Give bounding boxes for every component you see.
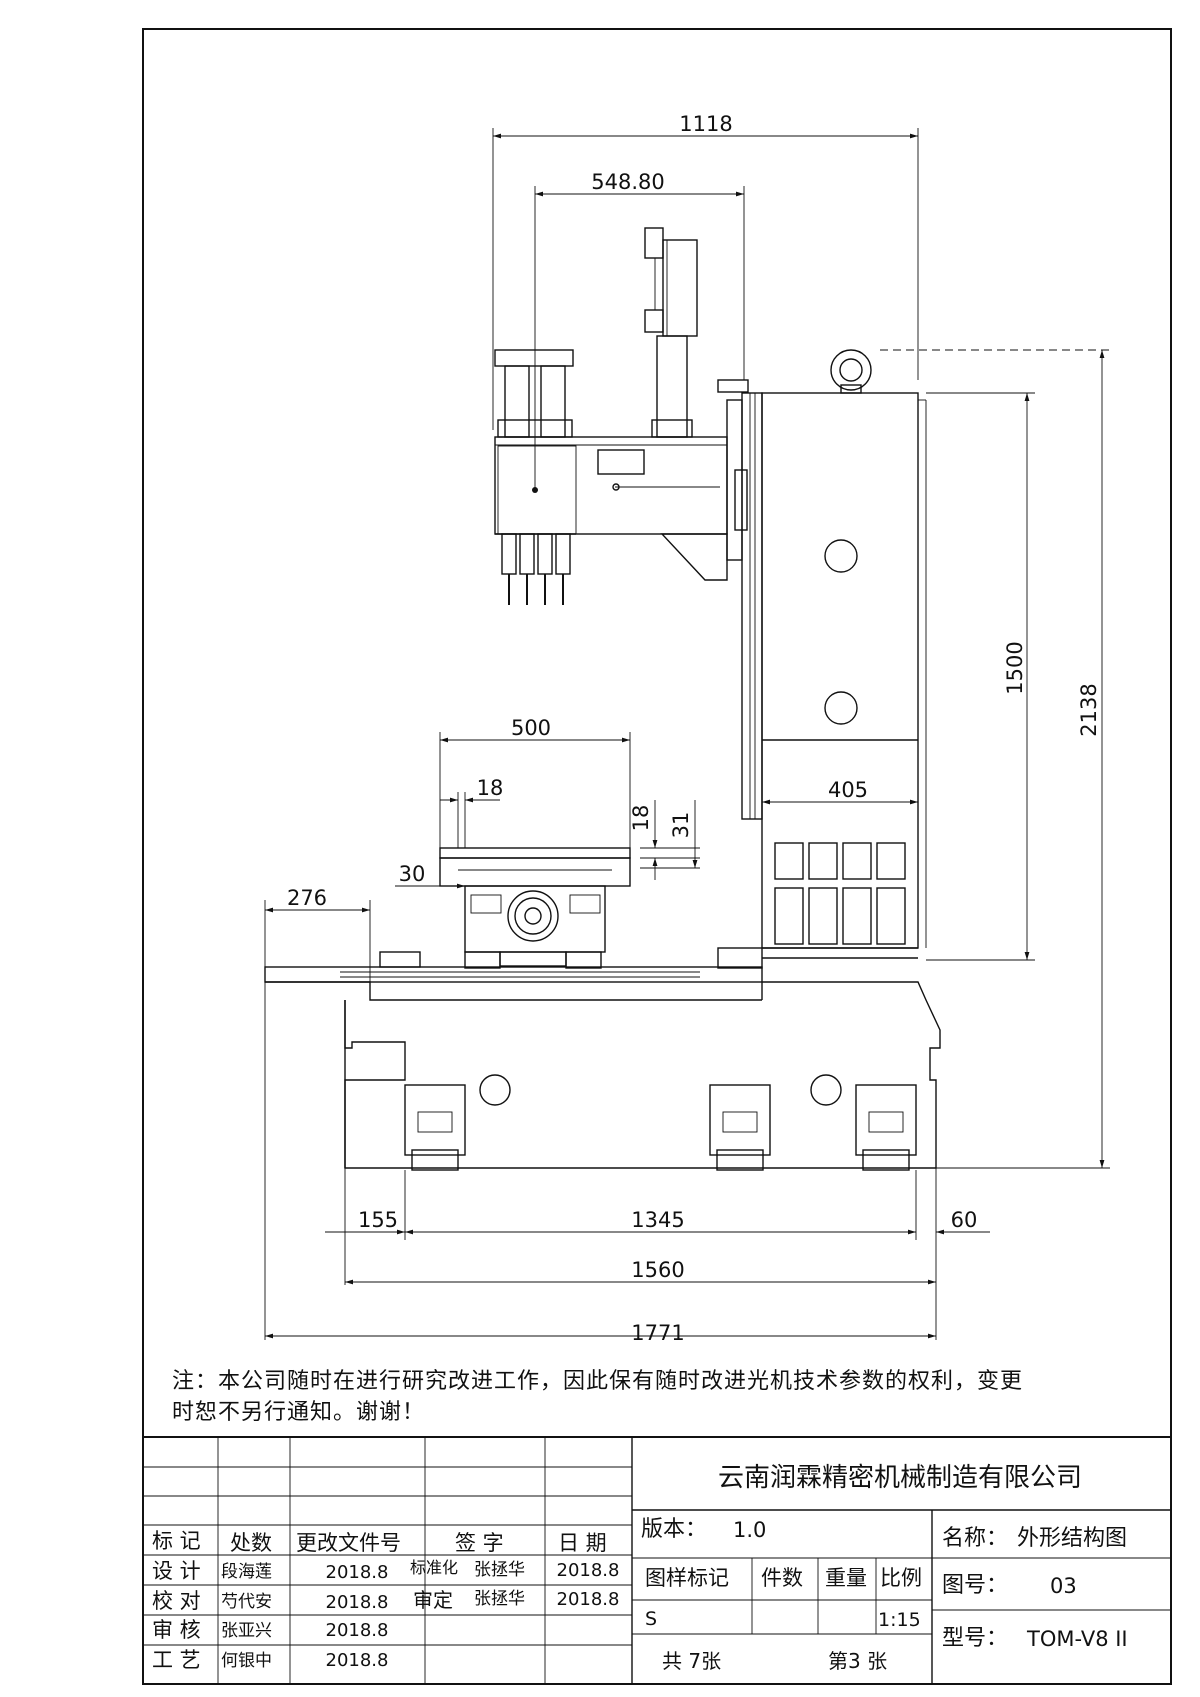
dim-276: 276	[287, 886, 327, 910]
model-label: 型号：	[942, 1626, 1008, 1651]
process-date: 2018.8	[326, 1650, 389, 1671]
approval-date: 2018.8	[557, 1589, 620, 1610]
process-name: 何银中	[221, 1651, 272, 1671]
note-line-2: 时恕不另行通知。谢谢！	[172, 1400, 426, 1425]
dim-1560: 1560	[631, 1258, 684, 1282]
drawing-mark-header: 图样标记	[645, 1566, 729, 1590]
dim-30: 30	[399, 862, 426, 886]
title-block: 云南润霖精密机械制造有限公司 版本： 1.0 名称： 外形结构图 图号： 03 …	[142, 1436, 1172, 1685]
dim-1771: 1771	[631, 1321, 684, 1345]
name-label: 名称：	[942, 1526, 1008, 1551]
dim-1345: 1345	[631, 1208, 684, 1232]
dim-500: 500	[511, 716, 551, 740]
designer-name: 段海莲	[221, 1562, 272, 1582]
header-count: 处数	[230, 1531, 272, 1555]
row-check: 校 对	[152, 1589, 201, 1613]
header-mark: 标 记	[152, 1529, 201, 1553]
approval-label: 审定	[413, 1588, 453, 1612]
row-design: 设 计	[152, 1559, 201, 1583]
sheet-number: 第3 张	[828, 1649, 887, 1673]
total-sheets: 共 7张	[662, 1649, 721, 1673]
company-name: 云南润霖精密机械制造有限公司	[718, 1463, 1082, 1493]
dim-1500: 1500	[1003, 641, 1027, 694]
quantity-header: 件数	[761, 1566, 803, 1590]
model-value: TOM-V8 II	[1026, 1627, 1128, 1651]
scale-value: 1:15	[878, 1609, 921, 1631]
machine-elevation	[264, 227, 941, 1171]
reviewer-name: 张亚兴	[221, 1621, 272, 1641]
design-date: 2018.8	[326, 1562, 389, 1583]
row-review: 审 核	[152, 1618, 201, 1642]
weight-header: 重量	[825, 1566, 867, 1590]
drawing-no-value: 03	[1050, 1574, 1077, 1598]
checker-name: 芍代安	[221, 1592, 272, 1612]
row-process: 工 艺	[152, 1648, 201, 1672]
header-signature: 签 字	[455, 1531, 504, 1555]
version-value: 1.0	[733, 1518, 766, 1542]
dim-1118: 1118	[679, 112, 732, 136]
name-value: 外形结构图	[1017, 1526, 1127, 1551]
standardization-date: 2018.8	[557, 1560, 620, 1581]
dim-18-vertical: 18	[629, 805, 653, 832]
review-date: 2018.8	[326, 1620, 389, 1641]
sheet-border	[142, 28, 1172, 1685]
standardization-person: 张拯华	[474, 1560, 525, 1580]
scale-header: 比例	[880, 1566, 922, 1590]
drawing-mark-value: S	[645, 1608, 657, 1630]
drawing-no-label: 图号：	[942, 1573, 1008, 1598]
dim-155: 155	[358, 1208, 398, 1232]
header-change-doc: 更改文件号	[296, 1531, 401, 1555]
check-date: 2018.8	[326, 1592, 389, 1613]
dim-60: 60	[951, 1208, 978, 1232]
dim-31: 31	[669, 812, 693, 839]
approval-person: 张拯华	[474, 1589, 525, 1609]
dim-18-horizontal: 18	[477, 776, 504, 800]
header-date: 日 期	[558, 1531, 607, 1555]
version-label: 版本：	[641, 1517, 707, 1542]
standardization-label: 标准化	[410, 1558, 458, 1577]
dim-2138: 2138	[1077, 683, 1101, 736]
dimension-lines	[264, 128, 1110, 1340]
revision-note: 注：本公司随时在进行研究改进工作，因此保有随时改进光机技术参数的权利，变更 时恕…	[172, 1366, 1172, 1428]
dimension-values: 1118 548.80 1500 2138 500 18 18 31 30 40…	[287, 112, 1101, 1345]
dim-548-80: 548.80	[591, 170, 664, 194]
note-line-1: 注：本公司随时在进行研究改进工作，因此保有随时改进光机技术参数的权利，变更	[172, 1369, 1024, 1394]
dim-405: 405	[828, 778, 868, 802]
